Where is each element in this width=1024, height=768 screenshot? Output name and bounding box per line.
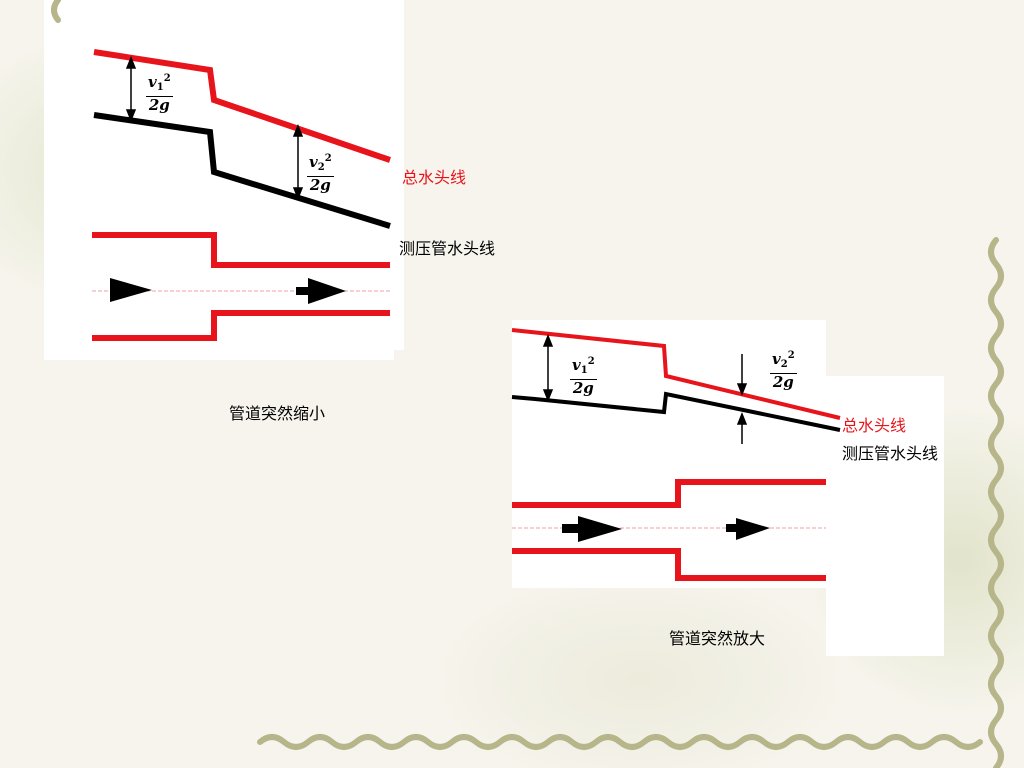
right-diagram-panel xyxy=(512,320,826,588)
right-legend-panel xyxy=(826,376,944,656)
right-head-arrow-2-bottom xyxy=(736,411,748,444)
right-piezometric-line xyxy=(511,391,841,432)
right-piezometric-label: 测压管水头线 xyxy=(842,444,939,463)
left-total-head-line xyxy=(93,49,391,163)
right-head-arrow-1 xyxy=(542,333,554,403)
right-head-arrow-2-top xyxy=(736,354,748,397)
right-flow-arrow-1 xyxy=(562,516,622,542)
right-velocity-head-1: v12 2g xyxy=(570,353,597,397)
right-total-head-line xyxy=(511,328,841,420)
left-velocity-head-2: v22 2g xyxy=(307,150,334,194)
left-head-arrow-2 xyxy=(292,123,304,201)
right-velocity-head-2: v22 2g xyxy=(770,347,797,391)
left-piezometric-line xyxy=(93,112,391,229)
left-pipe-walls xyxy=(92,232,390,341)
left-total-head-label: 总水头线 xyxy=(402,168,467,187)
left-caption: 管道突然缩小 xyxy=(229,404,326,423)
left-flow-arrow-1 xyxy=(110,278,152,302)
left-velocity-head-1: v12 2g xyxy=(146,70,173,114)
right-total-head-label: 总水头线 xyxy=(842,416,907,435)
vine-border-decoration xyxy=(51,0,1004,768)
right-caption: 管道突然放大 xyxy=(669,629,766,648)
left-head-arrow-1 xyxy=(125,55,137,123)
right-flow-arrow-2 xyxy=(726,518,770,540)
left-flow-arrow-2 xyxy=(296,278,346,304)
right-pipe-walls xyxy=(512,479,826,581)
left-piezometric-label: 测压管水头线 xyxy=(399,239,496,258)
